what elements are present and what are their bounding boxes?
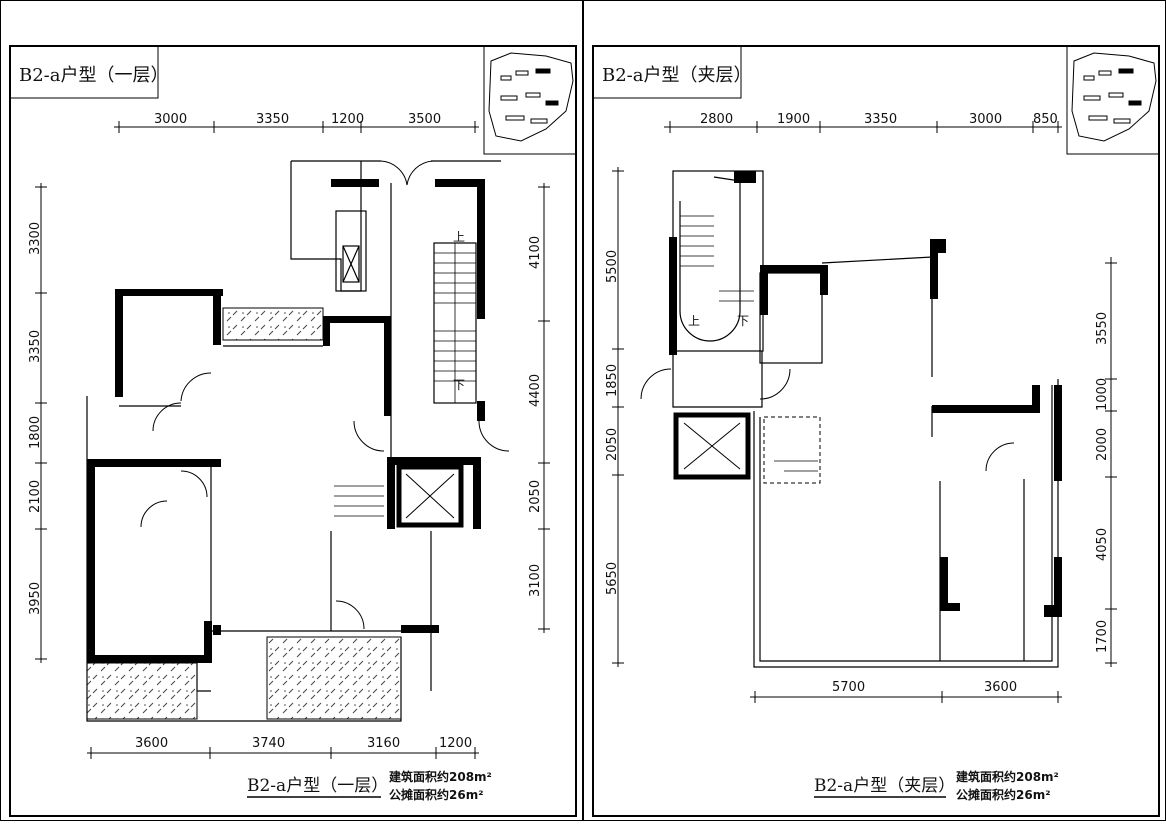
left-left-dim-3: 1800: [28, 416, 43, 449]
left-right-dim-4: 3100: [528, 564, 543, 597]
left-right-dim-1: 4100: [528, 236, 543, 269]
left-top-dim-3: 1200: [331, 112, 364, 127]
left-area-shared: 公摊面积约26m²: [389, 787, 483, 802]
left-terrace-bottom-right: [266, 636, 402, 720]
right-left-dim-4: 5650: [605, 562, 620, 595]
left-area-build: 建筑面积约208m²: [388, 769, 492, 784]
left-top-dim-4: 3500: [408, 112, 441, 127]
right-right-dim-4: 4050: [1095, 528, 1110, 561]
left-elevator: [396, 464, 464, 528]
right-key-plan: [1066, 45, 1160, 155]
right-corner-title: B2-a户型（夹层）: [602, 65, 752, 86]
right-right-dim-2: 1000: [1095, 378, 1110, 411]
left-floor-plan: B2-a户型（一层） 3000 3350 1200 3500 3300 3350…: [9, 45, 577, 817]
right-bottom-dim-1: 5700: [832, 680, 865, 695]
right-top-dim-1: 2800: [700, 112, 733, 127]
right-right-dim-5: 1700: [1095, 620, 1110, 653]
right-footer-title: B2-a户型（夹层）: [814, 776, 955, 796]
left-right-dim-3: 2050: [528, 480, 543, 513]
right-stair-up-label: 上: [688, 314, 700, 328]
left-bottom-dim-1: 3600: [135, 736, 168, 751]
right-right-dim-3: 2000: [1095, 428, 1110, 461]
left-stair-down-label: 下: [453, 378, 465, 392]
left-stair-up-label: 上: [453, 230, 465, 244]
right-left-dim-2: 1850: [605, 364, 620, 397]
right-top-dim-4: 3000: [969, 112, 1002, 127]
right-top-dim-5: 850: [1033, 112, 1058, 127]
left-right-dim-2: 4400: [528, 374, 543, 407]
left-footer-title: B2-a户型（一层）: [247, 776, 388, 796]
right-left-dim-3: 2050: [605, 428, 620, 461]
right-top-dim-2: 1900: [777, 112, 810, 127]
right-floor-plan: B2-a户型（夹层） 2800 1900 3350 3000 850 5500 …: [592, 45, 1160, 817]
left-left-dim-5: 3950: [28, 582, 43, 615]
right-right-dim-1: 3550: [1095, 312, 1110, 345]
left-left-dim-2: 3350: [28, 330, 43, 363]
left-terrace-bottom-left: [86, 662, 198, 720]
left-bottom-dim-4: 1200: [439, 736, 472, 751]
left-terrace-top: [222, 307, 324, 341]
right-area-build: 建筑面积约208m²: [955, 769, 1059, 784]
right-bottom-dim-2: 3600: [984, 680, 1017, 695]
right-left-dim-1: 5500: [605, 250, 620, 283]
right-elevator: [673, 412, 751, 480]
left-top-dim-2: 3350: [256, 112, 289, 127]
left-corner-title: B2-a户型（一层）: [19, 65, 169, 86]
right-area-shared: 公摊面积约26m²: [956, 787, 1050, 802]
right-sheet: B2-a户型（夹层） 2800 1900 3350 3000 850 5500 …: [583, 0, 1166, 821]
left-bottom-dim-3: 3160: [367, 736, 400, 751]
left-sheet: B2-a户型（一层） 3000 3350 1200 3500 3300 3350…: [0, 0, 583, 821]
left-bottom-dim-2: 3740: [252, 736, 285, 751]
right-top-dim-3: 3350: [864, 112, 897, 127]
left-key-plan: [483, 45, 577, 155]
left-left-dim-1: 3300: [28, 222, 43, 255]
right-stair-down-label: 下: [737, 314, 749, 328]
left-left-dim-4: 2100: [28, 480, 43, 513]
left-top-dim-1: 3000: [154, 112, 187, 127]
